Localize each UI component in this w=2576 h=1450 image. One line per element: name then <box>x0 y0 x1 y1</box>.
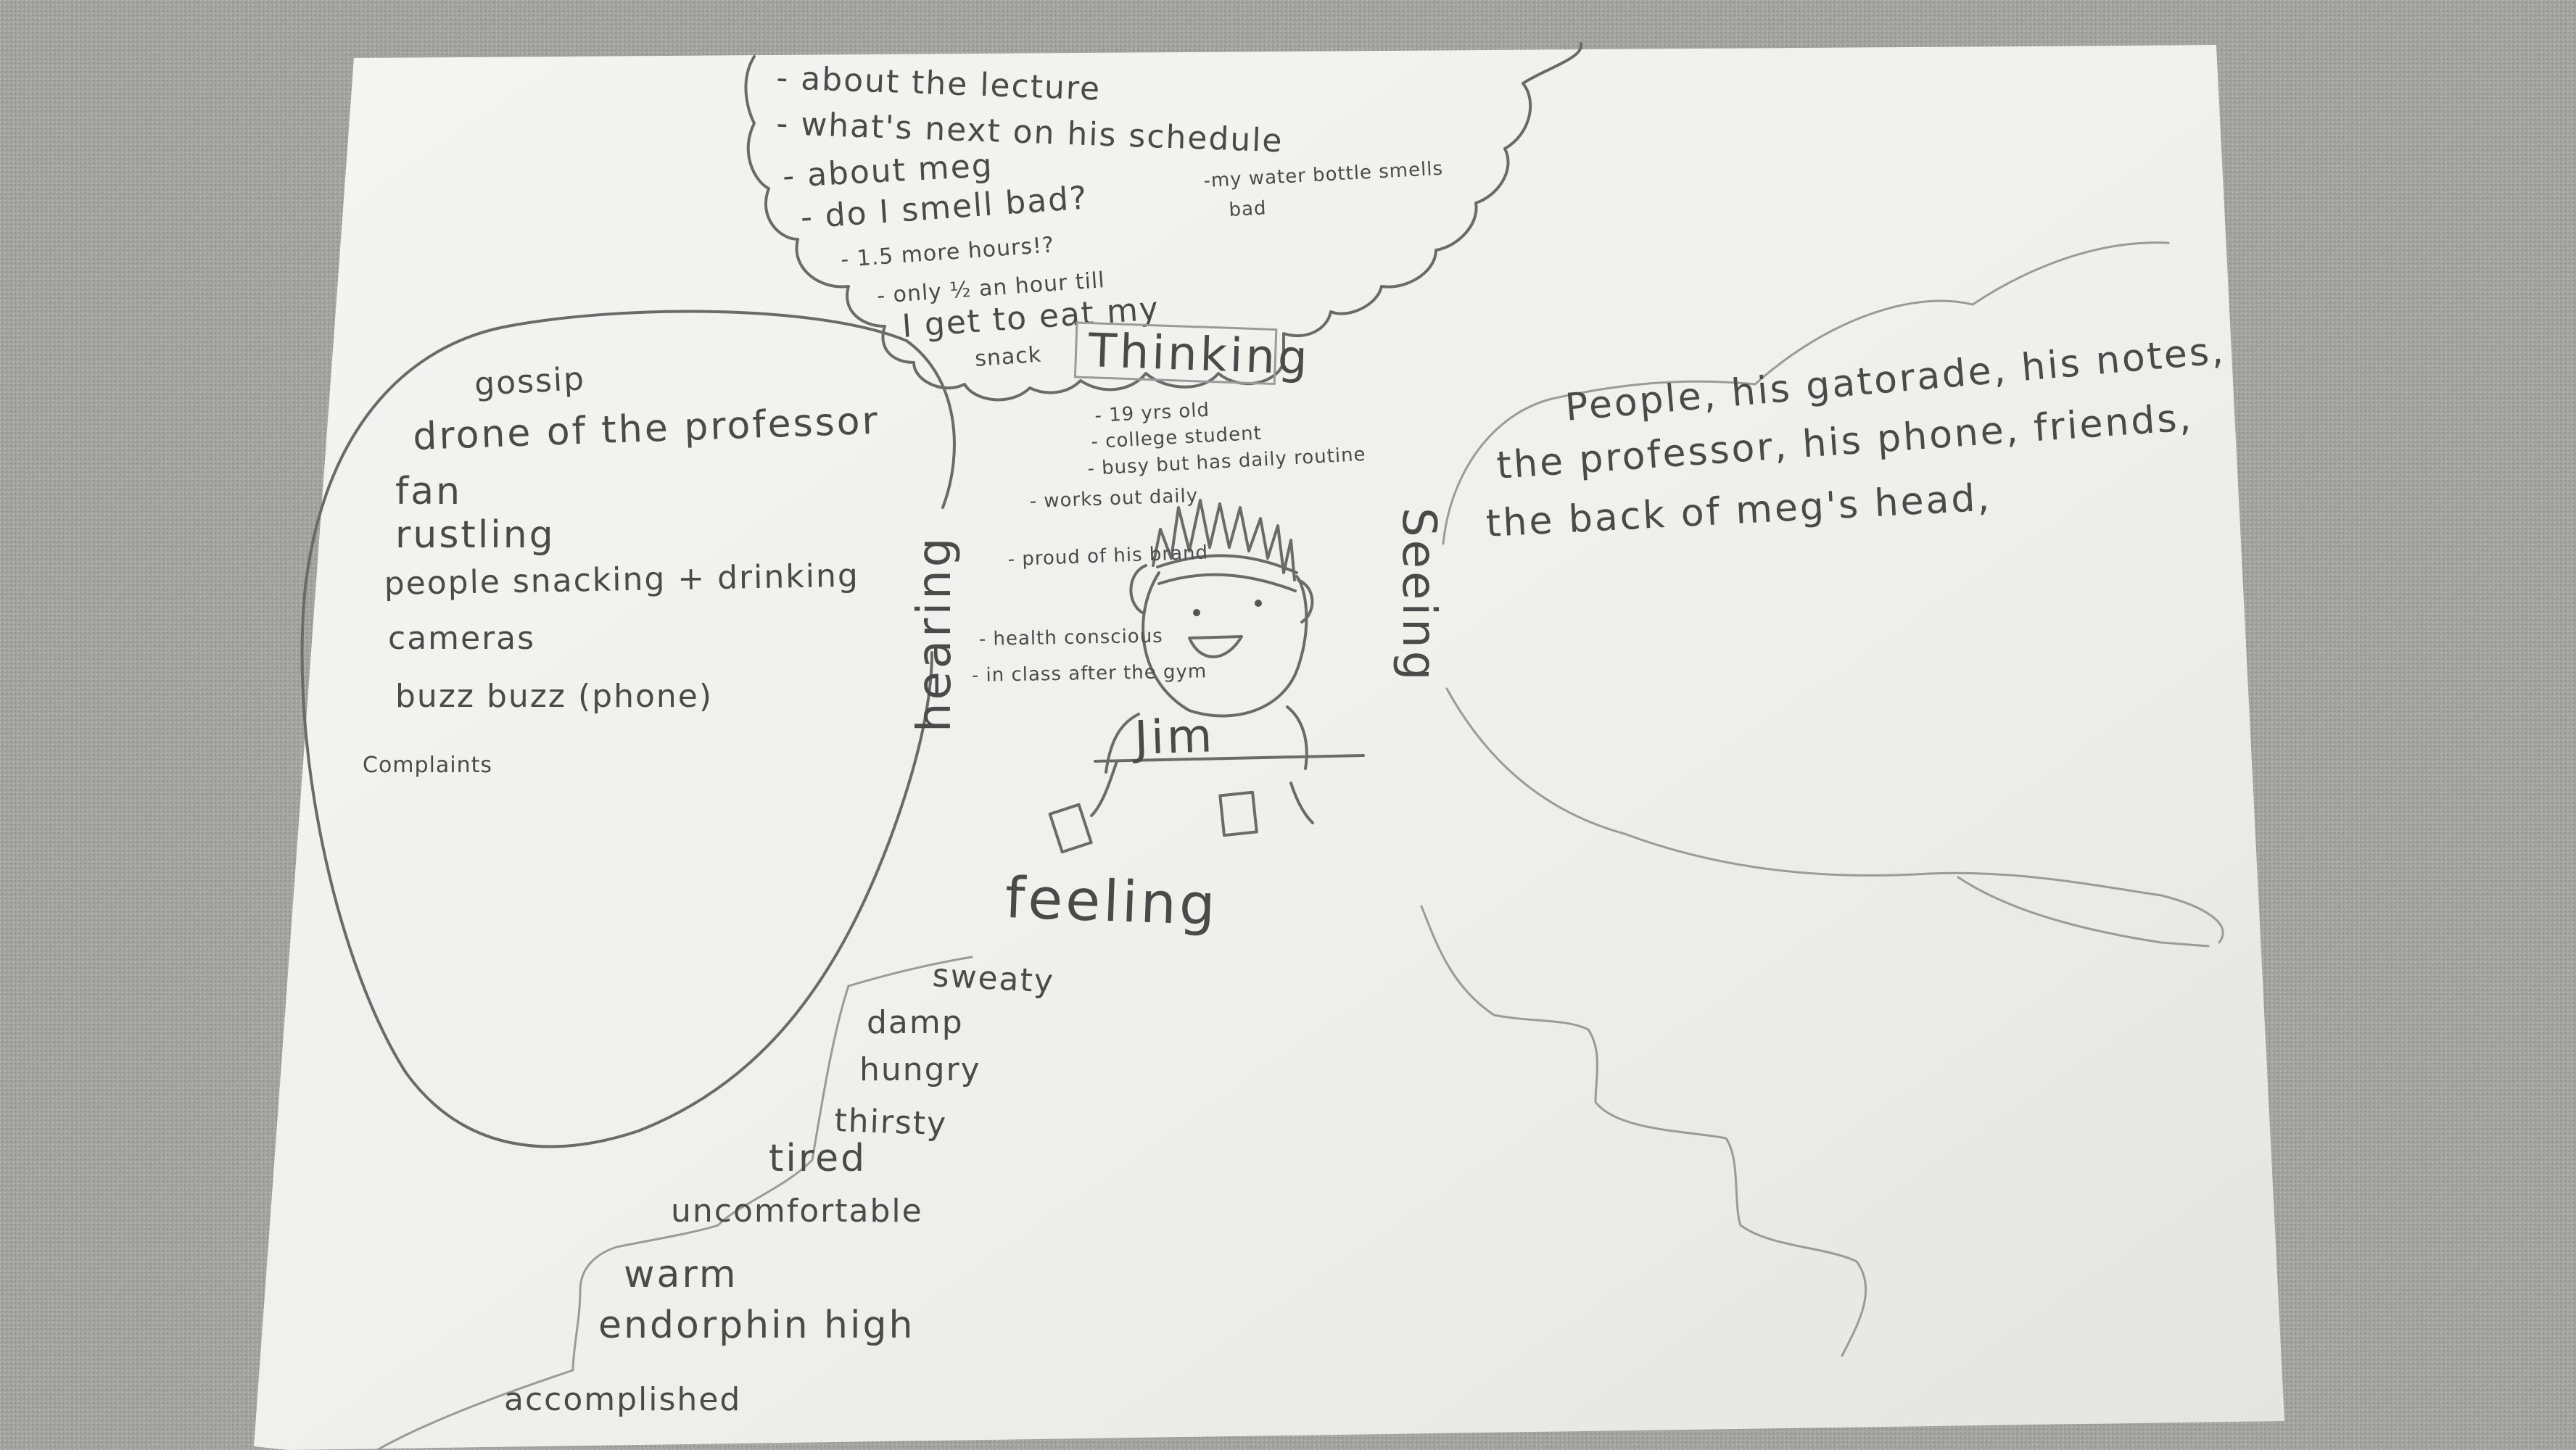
eye-right <box>1255 600 1262 607</box>
hearing-item-gossip: gossip <box>474 360 586 403</box>
ear-left <box>1129 564 1147 614</box>
feeling-item-accomplished: accomplished <box>504 1381 741 1418</box>
seeing-bubble-right <box>1957 876 2210 948</box>
feeling-item-endorphin: endorphin high <box>598 1304 915 1347</box>
hearing-item-rustling: rustling <box>395 513 556 557</box>
smile <box>1188 635 1243 658</box>
paper-sheet <box>254 45 2284 1450</box>
feeling-item-damp: damp <box>867 1004 964 1041</box>
feeling-label: feeling <box>1004 866 1219 938</box>
trait-gym: - in class after the gym <box>972 660 1208 687</box>
feeling-item-hungry: hungry <box>859 1051 981 1088</box>
arms <box>1090 760 1314 824</box>
hearing-item-complaints: Complaints <box>363 753 492 778</box>
eye-left <box>1193 609 1200 616</box>
seeing-bubble <box>1442 241 2170 545</box>
hearing-item-snacking: people snacking + drinking <box>384 558 859 602</box>
character-traits: - 19 yrs old - college student - busy bu… <box>972 399 1367 687</box>
seeing-bubble-lower <box>1445 687 2224 944</box>
notes <box>1218 790 1258 837</box>
thinking-label-box <box>1073 321 1278 386</box>
spiky-hair <box>1152 499 1296 581</box>
hearing-item-cameras: cameras <box>388 620 535 657</box>
feeling-item-sweaty: sweaty <box>931 957 1055 1000</box>
feeling-item-tired: tired <box>769 1137 867 1180</box>
feeling-item-thirsty: thirsty <box>834 1102 948 1143</box>
hearing-label: hearing <box>908 535 962 732</box>
ear-right <box>1297 579 1314 624</box>
trait-health: - health conscious <box>979 626 1163 650</box>
feeling-left-curve <box>376 956 973 1450</box>
thinking-side-note-2: bad <box>1229 197 1267 221</box>
desk-line <box>1094 754 1365 763</box>
hearing-item-fan: fan <box>395 470 462 513</box>
head-band <box>1156 554 1298 592</box>
thought-cloud <box>744 42 1583 402</box>
thinking-item-snack-3: snack <box>974 342 1042 372</box>
jim-figure <box>1048 499 1314 854</box>
feeling-item-warm: warm <box>624 1253 738 1296</box>
feeling-right-curve <box>1420 905 1867 1357</box>
torso <box>1105 705 1308 774</box>
thinking-label: Thinking <box>1086 324 1310 386</box>
feeling-section: feeling sweaty damp hungry thirsty tired… <box>504 866 1219 1418</box>
hearing-item-phone: buzz buzz (phone) <box>395 678 713 715</box>
seeing-label: Seeing <box>1392 508 1445 683</box>
feeling-item-uncomfortable: uncomfortable <box>671 1193 923 1230</box>
phone <box>1048 803 1093 854</box>
hearing-bubble <box>300 310 956 1148</box>
character-name: Jim <box>1131 709 1216 766</box>
